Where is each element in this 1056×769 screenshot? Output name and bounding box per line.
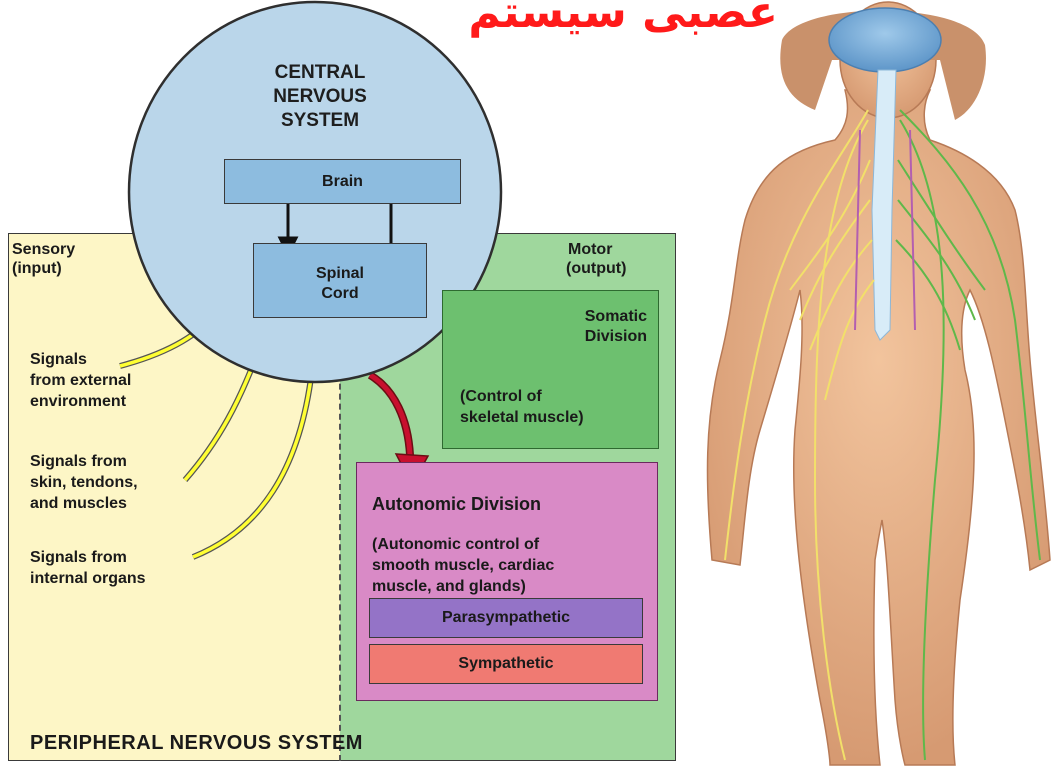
sensory-subtitle: (input) (12, 259, 62, 279)
somatic-desc-line: (Control of (460, 386, 584, 407)
signals-line: from external (30, 370, 131, 391)
parasympathetic-label: Parasympathetic (369, 608, 643, 628)
brain-label: Brain (224, 172, 461, 192)
signals-line: Signals (30, 349, 131, 370)
autonomic-desc-line: muscle, and glands) (372, 576, 554, 597)
autonomic-description: (Autonomic control of smooth muscle, car… (372, 534, 554, 597)
motor-title: Motor (566, 240, 668, 260)
spinal-cord-label: Spinal Cord (253, 264, 427, 304)
cns-title: CENTRAL NERVOUS SYSTEM (220, 61, 420, 133)
cns-title-line: SYSTEM (220, 109, 420, 133)
signals-line: and muscles (30, 493, 138, 514)
signals-line: environment (30, 391, 131, 412)
signals-line: internal organs (30, 568, 146, 589)
somatic-title: Somatic Division (442, 307, 647, 347)
arrow-skin-tendons-muscles (185, 352, 258, 480)
pns-title: PERIPHERAL NERVOUS SYSTEM (30, 731, 363, 755)
sensory-title: Sensory (12, 240, 75, 260)
signals-skin: Signals from skin, tendons, and muscles (30, 451, 138, 514)
autonomic-title: Autonomic Division (372, 493, 541, 515)
spinal-cord-line: Spinal (253, 264, 427, 284)
cns-title-line: NERVOUS (220, 85, 420, 109)
sympathetic-label: Sympathetic (369, 654, 643, 674)
cns-title-line: CENTRAL (220, 61, 420, 85)
somatic-desc-line: skeletal muscle) (460, 407, 584, 428)
somatic-title-line: Division (442, 327, 647, 347)
spinal-cord-line: Cord (253, 284, 427, 304)
signals-internal: Signals from internal organs (30, 547, 146, 589)
page-title: عصبی سیستم (468, 0, 778, 38)
signals-line: skin, tendons, (30, 472, 138, 493)
arrow-internal-organs (193, 370, 312, 557)
signals-line: Signals from (30, 451, 138, 472)
brain-illustration (829, 8, 941, 72)
somatic-description: (Control of skeletal muscle) (460, 386, 584, 428)
motor-subtitle: (output) (566, 259, 626, 279)
autonomic-desc-line: smooth muscle, cardiac (372, 555, 554, 576)
somatic-title-line: Somatic (442, 307, 647, 327)
signals-external: Signals from external environment (30, 349, 131, 412)
signals-line: Signals from (30, 547, 146, 568)
autonomic-desc-line: (Autonomic control of (372, 534, 554, 555)
